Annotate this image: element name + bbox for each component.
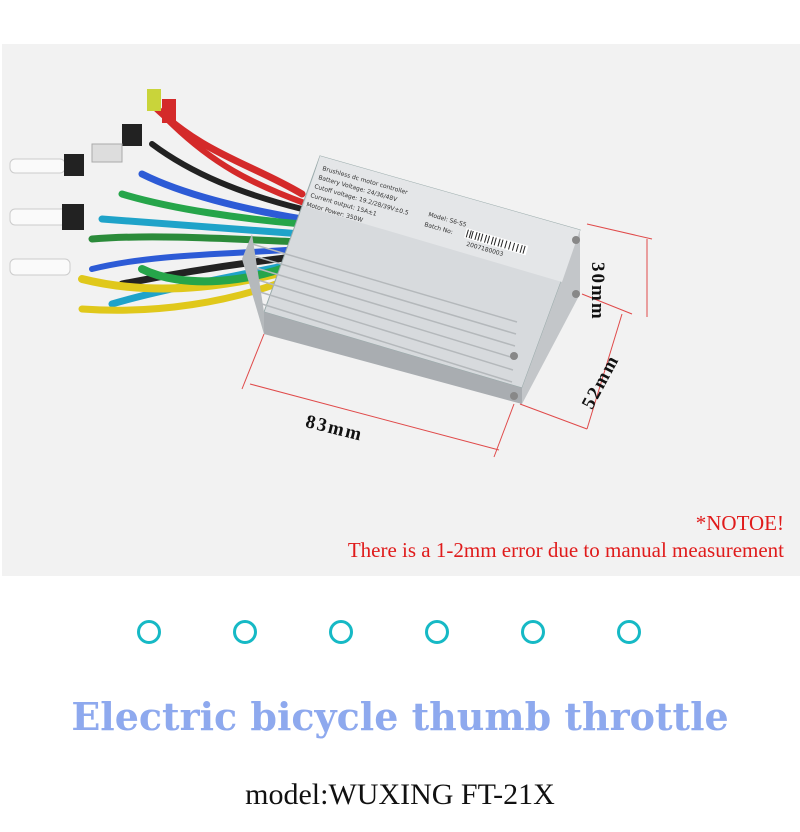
carousel-dot[interactable] (425, 620, 449, 644)
product-model: model:WUXING FT-21X (245, 778, 555, 811)
notice-title: *NOTOE! (695, 511, 784, 535)
carousel-dot[interactable] (137, 620, 161, 644)
dimension-height: 30mm (587, 262, 608, 321)
product-headline: Electric bicycle thumb throttle (71, 694, 729, 739)
barcode: 2007180003 (464, 228, 529, 258)
carousel-dot[interactable] (617, 620, 641, 644)
carousel-dot[interactable] (521, 620, 545, 644)
carousel-dots (0, 620, 800, 650)
carousel-dot[interactable] (329, 620, 353, 644)
product-photo: Brushless dc motor controller Battery Vo… (2, 44, 800, 576)
notice-text: There is a 1-2mm error due to manual mea… (347, 538, 784, 562)
carousel-dot[interactable] (233, 620, 257, 644)
controller-illustration: Brushless dc motor controller Battery Vo… (9, 89, 653, 458)
